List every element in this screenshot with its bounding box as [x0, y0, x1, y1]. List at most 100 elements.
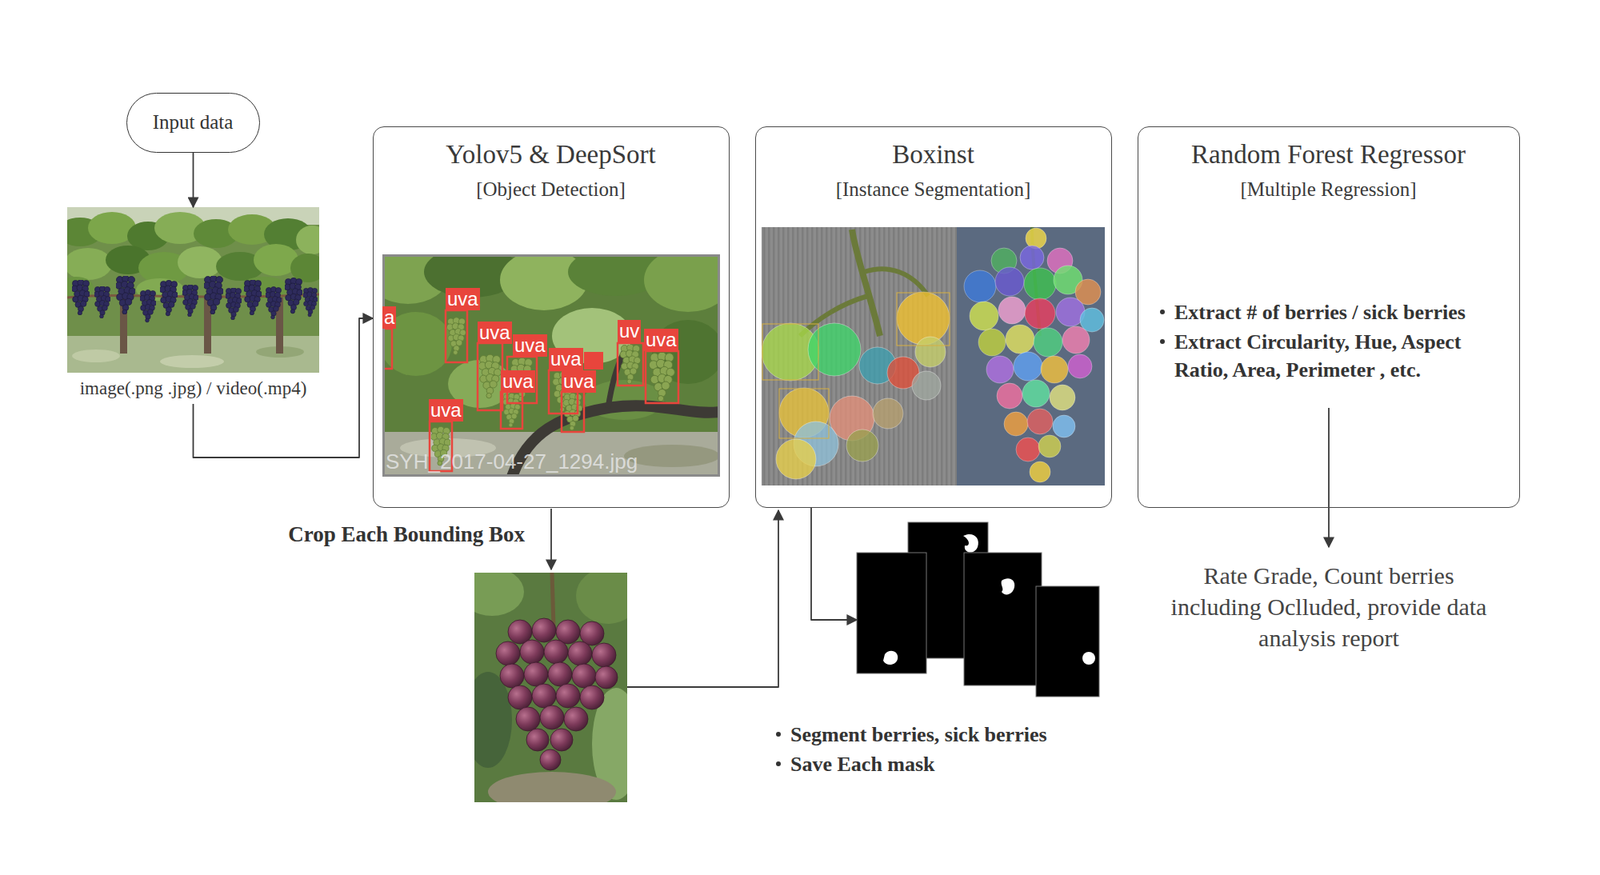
illustration-part — [776, 439, 816, 480]
illustration-part — [550, 728, 573, 752]
illustration-part — [159, 280, 178, 316]
illustration-part — [896, 292, 950, 345]
illustration-part — [526, 728, 549, 752]
illustration-part — [998, 296, 1026, 324]
edge-note: Crop Each Bounding Box — [264, 520, 525, 548]
illustration-part — [446, 317, 466, 356]
illustration-part — [978, 328, 1006, 356]
illustration-part — [986, 356, 1014, 384]
illustration-part — [203, 275, 224, 315]
illustration-part — [624, 444, 718, 468]
detection-label: uva — [477, 321, 512, 344]
bullet-dot — [776, 732, 781, 737]
illustration-part — [872, 398, 904, 429]
box-subtitle: [Multiple Regression] — [1138, 176, 1519, 203]
illustration-part — [964, 228, 1104, 483]
illustration-part — [996, 383, 1023, 409]
result-text: Rate Grade, Count berries including Ocll… — [1168, 560, 1489, 654]
illustration-part — [115, 275, 136, 315]
illustration-part — [762, 324, 819, 380]
illustration-part — [956, 227, 1105, 486]
illustration-part — [67, 207, 320, 373]
illustration-part — [1049, 384, 1076, 411]
illustration-part — [564, 707, 588, 732]
illustration-part — [915, 336, 946, 368]
illustration-part — [296, 225, 320, 255]
detection-label: a — [382, 306, 396, 329]
box-title: Boxinst — [756, 138, 1111, 171]
illustration-part — [500, 664, 524, 688]
illustration-part — [502, 392, 520, 428]
illustration-part — [532, 618, 556, 643]
illustration-part — [620, 344, 641, 384]
illustration-part — [563, 392, 583, 431]
illustration-part — [1029, 461, 1051, 483]
connector-arrow — [1328, 408, 1330, 548]
bullet-text: Save Each mask — [790, 750, 1115, 779]
illustration-part — [1082, 652, 1096, 665]
illustration-part — [608, 352, 624, 408]
illustration-part — [856, 552, 927, 674]
illustration-part — [1027, 408, 1053, 435]
detection-photo — [368, 246, 732, 477]
box-subtitle: [Instance Segmentation] — [756, 176, 1111, 203]
illustration-part — [644, 256, 718, 312]
illustration-part — [1052, 415, 1076, 438]
process-box: Boxinst [Instance Segmentation] — [755, 126, 1112, 508]
illustration-part — [243, 279, 262, 316]
detection-label: uva — [548, 348, 584, 371]
illustration-part — [580, 685, 604, 710]
illustration-part — [896, 292, 950, 346]
illustration-part — [761, 227, 957, 486]
segmentation-photo — [761, 227, 1105, 486]
illustration-part — [864, 268, 928, 296]
illustration-part — [883, 651, 898, 665]
watermark: SYH_2017-04-27_1294.jpg — [385, 449, 638, 474]
illustration-part — [1038, 435, 1061, 458]
connector-arrow — [192, 152, 195, 208]
illustration-part — [912, 371, 941, 400]
illustration-part — [478, 354, 501, 399]
illustration-part — [496, 618, 618, 771]
illustration-part — [1016, 437, 1040, 462]
illustration-part — [1022, 380, 1050, 408]
illustration-part — [177, 246, 223, 279]
detection-label: uv — [617, 320, 641, 343]
illustration-part — [1024, 298, 1056, 329]
illustration-part — [181, 284, 199, 317]
illustration-part — [264, 286, 282, 320]
flow-arrows — [551, 508, 779, 688]
detection-label: uva — [500, 370, 536, 393]
illustration-part — [568, 641, 592, 666]
bullet-text: Extract Circularity, Hue, Aspect Ratio, … — [1174, 328, 1515, 384]
illustration-part — [995, 267, 1024, 296]
illustration-part — [540, 749, 561, 771]
bullet-dot — [1160, 339, 1165, 344]
illustration-part — [496, 641, 520, 666]
input-image: image(.png .jpg) / video(.mp4) — [59, 207, 328, 404]
illustration-part — [1024, 268, 1056, 300]
illustration-part — [1004, 412, 1028, 436]
illustration-part — [516, 707, 540, 732]
illustration-part — [1001, 578, 1016, 595]
illustration-part — [384, 310, 679, 472]
box-subtitle: [Object Detection] — [373, 176, 728, 203]
illustration-part — [544, 640, 568, 664]
bullet-dot — [776, 761, 781, 767]
illustration-part — [762, 292, 950, 439]
illustration-part — [556, 684, 580, 708]
illustration-part — [645, 351, 679, 404]
illustration-part — [595, 666, 618, 689]
illustration-part — [1040, 356, 1068, 384]
image-caption: image(.png .jpg) / video(.mp4) — [59, 378, 328, 400]
illustration-part — [1068, 354, 1092, 379]
mask-output: Segment berries, sick berriesSave Each m… — [768, 516, 1120, 780]
illustration-part — [1033, 328, 1063, 357]
illustration-part — [592, 643, 616, 668]
illustration-part — [576, 572, 628, 624]
illustration-part — [1062, 326, 1090, 354]
detection-label: uva — [428, 399, 464, 422]
illustration-part — [550, 508, 552, 570]
illustration-part — [284, 277, 303, 314]
